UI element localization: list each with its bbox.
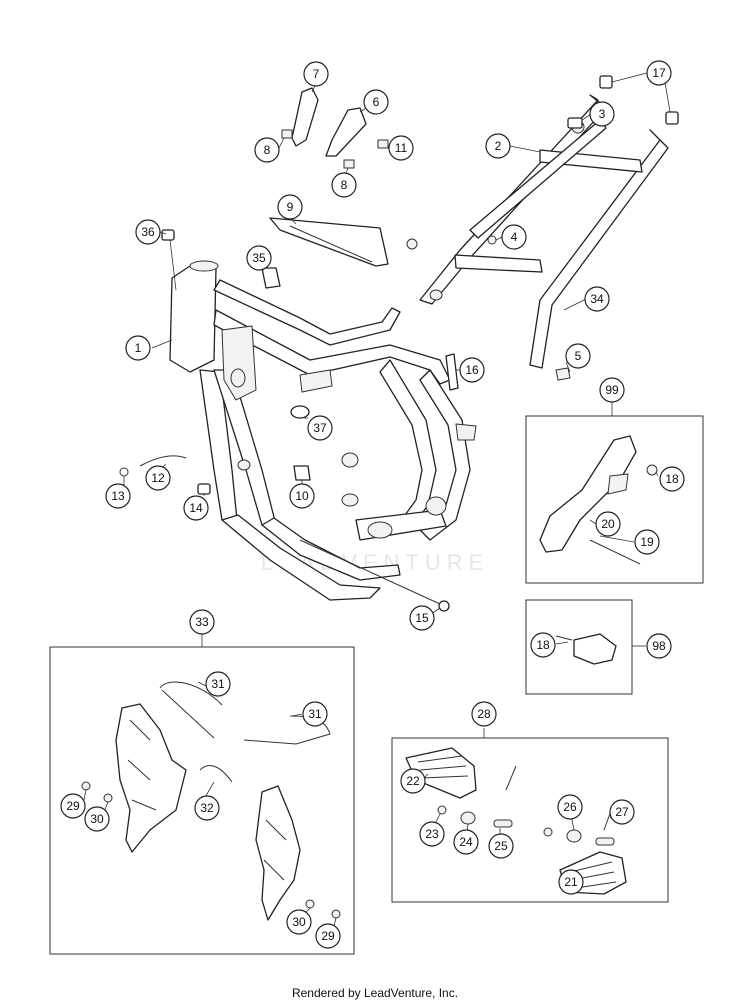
callout-9[interactable]: 9 xyxy=(277,194,303,220)
svg-text:15: 15 xyxy=(415,611,429,625)
box-28 xyxy=(391,737,669,903)
callout-5[interactable]: 5 xyxy=(565,343,591,369)
callout-14[interactable]: 14 xyxy=(183,495,209,521)
svg-text:1: 1 xyxy=(135,341,142,355)
footer-credit: Rendered by LeadVenture, Inc. xyxy=(291,986,459,1000)
callout-24[interactable]: 24 xyxy=(453,829,479,855)
callout-3[interactable]: 3 xyxy=(589,101,615,127)
svg-text:23: 23 xyxy=(425,827,439,841)
svg-text:34: 34 xyxy=(590,292,604,306)
callout-18-box99[interactable]: 18 xyxy=(659,466,685,492)
box-98 xyxy=(525,599,633,695)
callout-12[interactable]: 12 xyxy=(145,465,171,491)
svg-text:22: 22 xyxy=(406,774,420,788)
callout-19[interactable]: 19 xyxy=(634,529,660,555)
callout-11[interactable]: 11 xyxy=(388,135,414,161)
svg-text:25: 25 xyxy=(494,839,508,853)
callout-30-left[interactable]: 30 xyxy=(84,806,110,832)
svg-text:35: 35 xyxy=(252,251,266,265)
svg-text:10: 10 xyxy=(295,489,309,503)
svg-text:30: 30 xyxy=(90,812,104,826)
svg-text:31: 31 xyxy=(308,707,322,721)
callout-8-lower[interactable]: 8 xyxy=(331,172,357,198)
callout-27[interactable]: 27 xyxy=(609,799,635,825)
callout-7[interactable]: 7 xyxy=(303,61,329,87)
callout-8-upper[interactable]: 8 xyxy=(254,137,280,163)
svg-text:5: 5 xyxy=(575,349,582,363)
svg-text:21: 21 xyxy=(564,875,578,889)
callout-22[interactable]: 22 xyxy=(400,768,426,794)
callout-1[interactable]: 1 xyxy=(125,335,151,361)
callout-2[interactable]: 2 xyxy=(485,133,511,159)
svg-text:28: 28 xyxy=(477,707,491,721)
svg-text:18: 18 xyxy=(665,472,679,486)
callout-28[interactable]: 28 xyxy=(471,701,497,727)
svg-text:4: 4 xyxy=(511,230,518,244)
subframe xyxy=(406,94,669,369)
callout-36[interactable]: 36 xyxy=(135,219,161,245)
callout-18-box98[interactable]: 18 xyxy=(530,632,556,658)
callout-10[interactable]: 10 xyxy=(289,483,315,509)
main-frame xyxy=(169,260,477,601)
svg-text:18: 18 xyxy=(536,638,550,652)
callout-23[interactable]: 23 xyxy=(419,821,445,847)
callout-31-right[interactable]: 31 xyxy=(302,701,328,727)
callout-99[interactable]: 99 xyxy=(599,377,625,403)
callout-15[interactable]: 15 xyxy=(409,605,435,631)
svg-text:98: 98 xyxy=(652,639,666,653)
callout-6[interactable]: 6 xyxy=(363,89,389,115)
svg-text:99: 99 xyxy=(605,383,619,397)
svg-text:30: 30 xyxy=(292,915,306,929)
svg-text:24: 24 xyxy=(459,835,473,849)
callout-16[interactable]: 16 xyxy=(459,357,485,383)
svg-text:29: 29 xyxy=(321,929,335,943)
svg-text:29: 29 xyxy=(66,799,80,813)
svg-text:33: 33 xyxy=(195,615,209,629)
svg-text:9: 9 xyxy=(287,200,294,214)
callout-31-left[interactable]: 31 xyxy=(205,671,231,697)
svg-text:16: 16 xyxy=(465,363,479,377)
svg-text:31: 31 xyxy=(211,677,225,691)
callout-34[interactable]: 34 xyxy=(584,286,610,312)
svg-text:7: 7 xyxy=(313,67,320,81)
svg-text:19: 19 xyxy=(640,535,654,549)
svg-text:20: 20 xyxy=(601,517,615,531)
callout-29-right[interactable]: 29 xyxy=(315,923,341,949)
svg-text:27: 27 xyxy=(615,805,629,819)
callout-29-left[interactable]: 29 xyxy=(60,793,86,819)
callout-30-right[interactable]: 30 xyxy=(286,909,312,935)
svg-text:26: 26 xyxy=(563,800,577,814)
callout-37[interactable]: 37 xyxy=(307,415,333,441)
svg-text:12: 12 xyxy=(151,471,165,485)
callout-13[interactable]: 13 xyxy=(105,483,131,509)
callout-33[interactable]: 33 xyxy=(189,609,215,635)
callout-98[interactable]: 98 xyxy=(646,633,672,659)
svg-text:3: 3 xyxy=(599,107,606,121)
svg-text:32: 32 xyxy=(200,801,214,815)
svg-text:37: 37 xyxy=(313,421,327,435)
callout-21[interactable]: 21 xyxy=(558,869,584,895)
svg-text:36: 36 xyxy=(141,225,155,239)
callout-35[interactable]: 35 xyxy=(246,245,272,271)
svg-text:13: 13 xyxy=(111,489,125,503)
svg-text:2: 2 xyxy=(495,139,502,153)
svg-text:8: 8 xyxy=(341,178,348,192)
callout-20[interactable]: 20 xyxy=(595,511,621,537)
callout-25[interactable]: 25 xyxy=(488,833,514,859)
callout-26[interactable]: 26 xyxy=(557,794,583,820)
svg-text:14: 14 xyxy=(189,501,203,515)
callout-32[interactable]: 32 xyxy=(194,795,220,821)
callout-4[interactable]: 4 xyxy=(501,224,527,250)
svg-text:11: 11 xyxy=(395,141,408,155)
box-99 xyxy=(525,415,704,584)
svg-text:17: 17 xyxy=(652,66,666,80)
callout-17[interactable]: 17 xyxy=(646,60,672,86)
svg-text:8: 8 xyxy=(264,143,271,157)
svg-text:6: 6 xyxy=(373,95,380,109)
